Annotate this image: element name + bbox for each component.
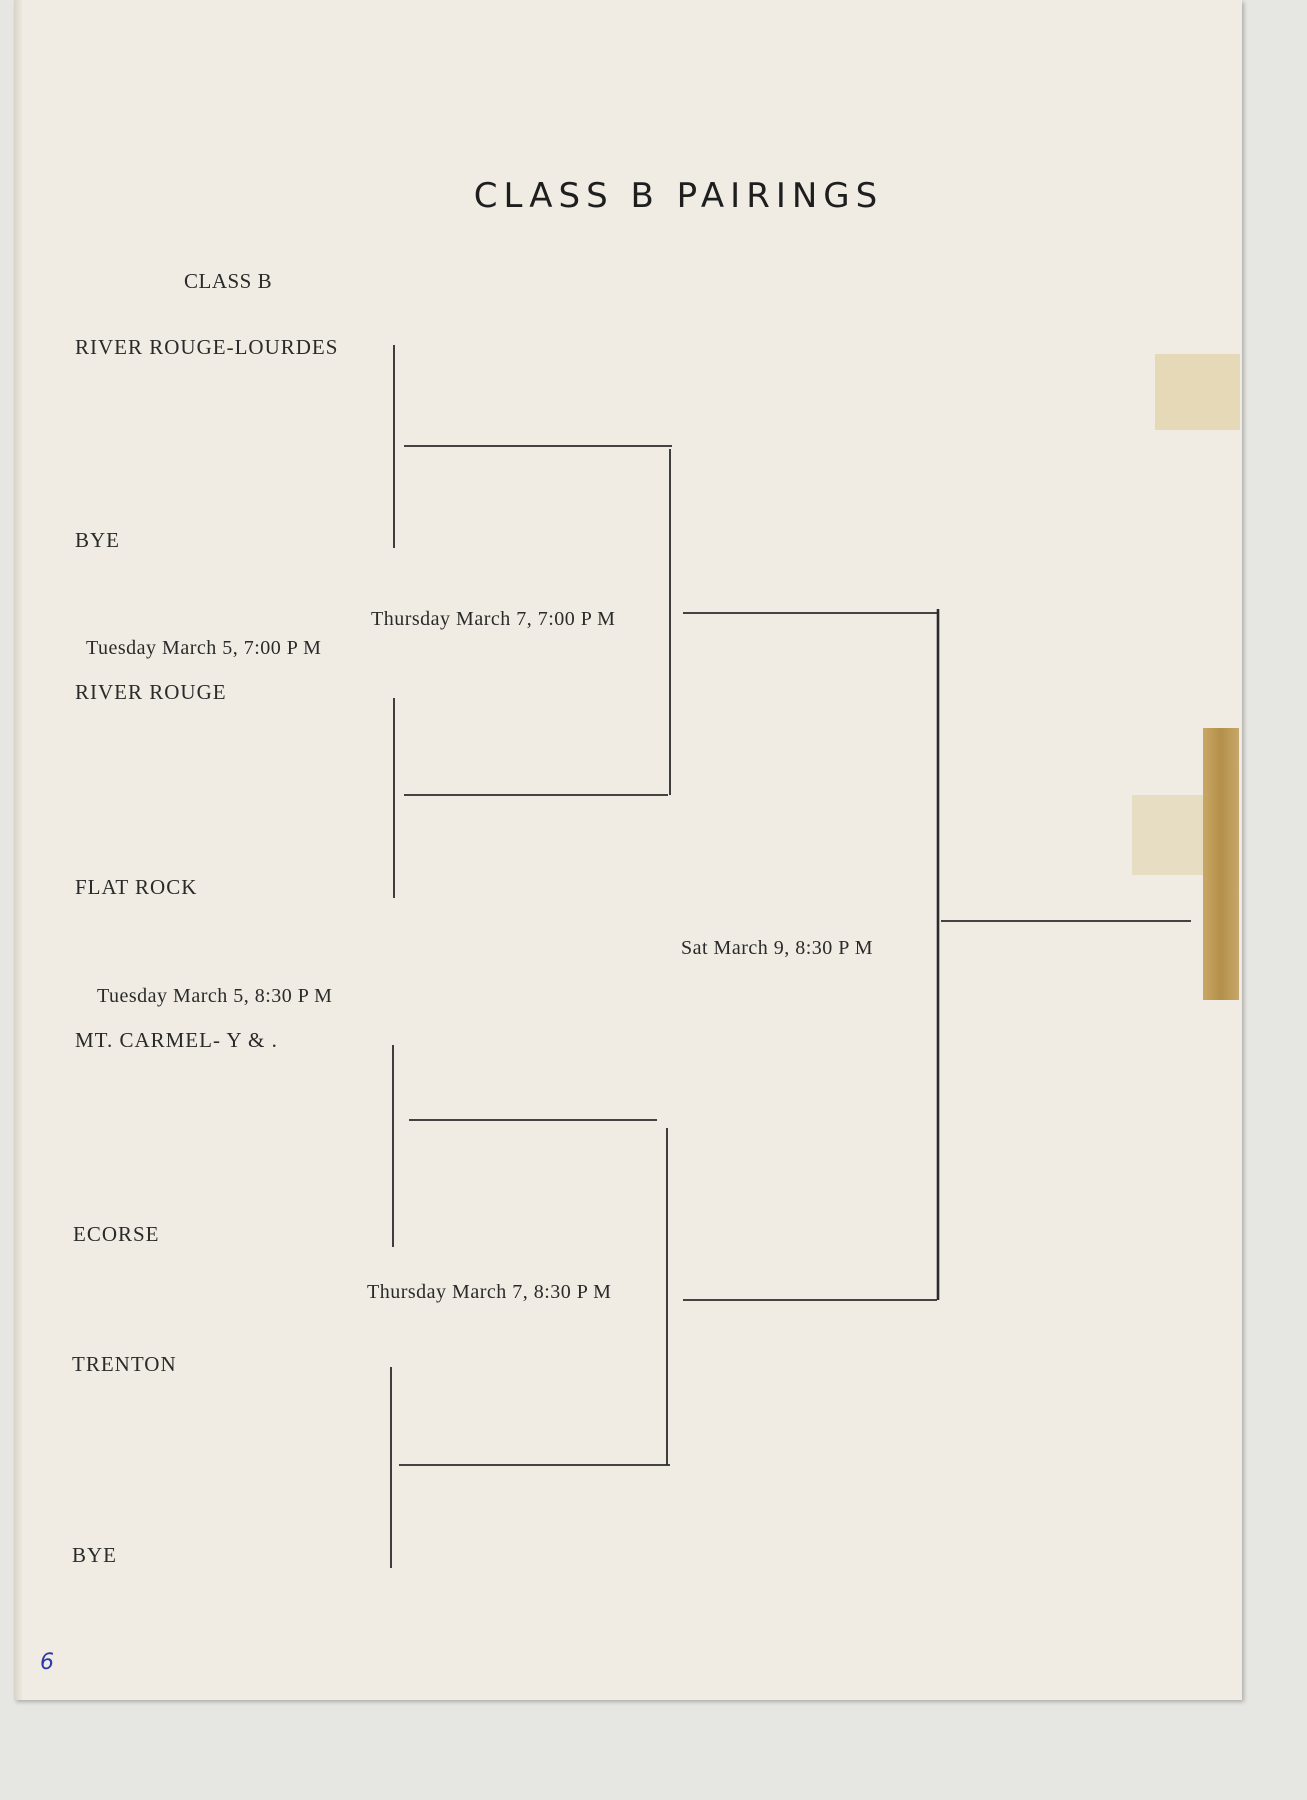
game-time-saturday: Sat March 9, 8:30 P M: [681, 937, 873, 959]
tape-strip: [1203, 728, 1239, 1000]
team-river-rouge-lourdes: RIVER ROUGE-LOURDES: [75, 335, 339, 359]
tape-piece: [1132, 795, 1204, 875]
team-river-rouge: RIVER ROUGE: [75, 680, 227, 704]
page-edge: [14, 0, 22, 1700]
game-time-tuesday-2: Tuesday March 5, 8:30 P M: [97, 985, 333, 1007]
team-bye-2: BYE: [72, 1543, 117, 1567]
team-mt-carmel: MT. CARMEL- Y & .: [75, 1028, 278, 1052]
class-label: CLASS B: [184, 269, 273, 293]
team-ecorse: ECORSE: [73, 1222, 160, 1246]
team-bye-1: BYE: [75, 528, 120, 552]
game-time-tuesday-1: Tuesday March 5, 7:00 P M: [86, 637, 322, 659]
game-time-thursday-1: Thursday March 7, 7:00 P M: [371, 608, 616, 630]
game-time-thursday-2: Thursday March 7, 8:30 P M: [367, 1281, 612, 1303]
team-trenton: TRENTON: [72, 1352, 177, 1376]
page-title: CLASS B PAIRINGS: [473, 176, 884, 216]
team-flat-rock: FLAT ROCK: [75, 875, 198, 899]
document-page: [14, 0, 1242, 1700]
tape-piece: [1155, 354, 1240, 430]
handwritten-page-number: 6: [40, 1650, 54, 1675]
